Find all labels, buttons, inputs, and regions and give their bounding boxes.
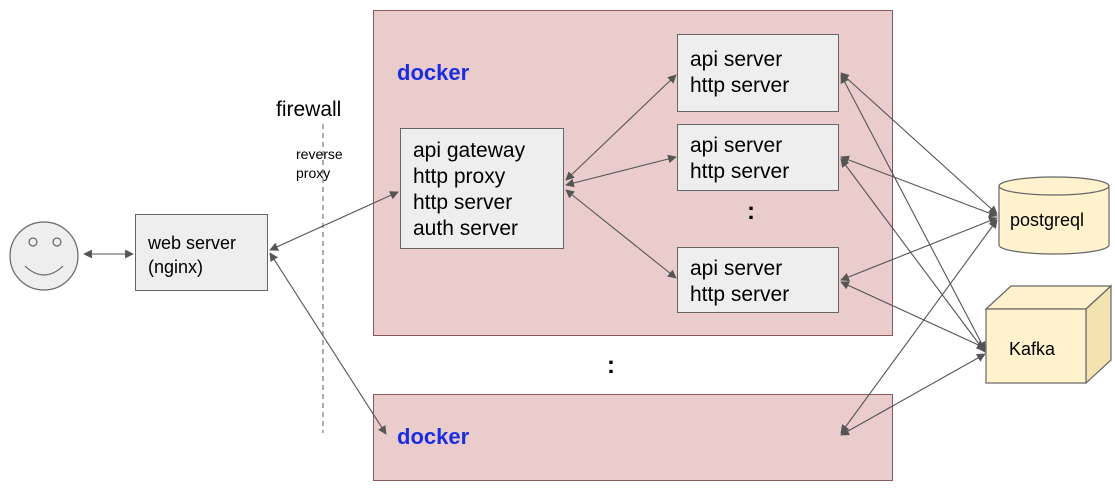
reverse-proxy-note: reverse proxy [296, 145, 343, 183]
api-gateway-node: api gateway http proxy http server auth … [400, 128, 564, 249]
database-cylinder-icon [998, 176, 1110, 255]
api-server-line: api server [690, 48, 783, 71]
web-server-line: (nginx) [148, 257, 204, 277]
web-server-node: web server (nginx) [135, 214, 268, 291]
reverse-proxy-note-line: reverse [296, 146, 343, 162]
more-api-servers-ellipsis: : [747, 198, 755, 225]
arrow-docker2-kafka [840, 353, 986, 436]
web-server-line: web server [148, 233, 237, 253]
docker-label-second: docker [397, 424, 470, 449]
api-server-line: http server [690, 283, 790, 306]
arrow-api2-kafka [840, 158, 986, 353]
kafka-label: Kafka [1009, 339, 1056, 359]
api-gateway-line: auth server [413, 217, 519, 240]
docker-container-second [373, 394, 893, 481]
reverse-proxy-note-line: proxy [296, 165, 331, 181]
api-server-line: http server [690, 160, 790, 183]
arrow-api1-kafka [840, 74, 986, 351]
more-docker-ellipsis: : [607, 352, 615, 379]
api-server-line: api server [690, 257, 783, 280]
api-gateway-line: http server [413, 191, 513, 214]
api-server-node-3: api server http server [677, 247, 839, 313]
postgres-label: postgreql [1010, 210, 1085, 230]
docker-label-main: docker [397, 60, 470, 85]
firewall-label: firewall [276, 98, 342, 121]
api-server-line: http server [690, 74, 790, 97]
queue-box-icon [984, 284, 1113, 385]
api-server-node-1: api server http server [677, 34, 839, 112]
arrow-docker2-postgres [840, 219, 998, 434]
arrow-api3-postgres [840, 216, 998, 282]
user-face-icon [9, 221, 79, 291]
api-gateway-line: api gateway [413, 139, 526, 162]
arrow-gateway-api3 [565, 189, 677, 279]
arrow-web-gateway [269, 191, 399, 251]
arrow-api3-kafka [840, 281, 986, 349]
api-server-line: api server [690, 134, 783, 157]
arrow-gateway-api1 [565, 74, 677, 181]
arrow-api2-postgres [840, 155, 998, 218]
arrow-web-docker2 [269, 252, 387, 435]
arrow-gateway-api2 [565, 154, 677, 188]
api-gateway-line: http proxy [413, 165, 506, 188]
arrow-api1-postgres [840, 72, 998, 215]
api-server-node-2: api server http server [677, 124, 839, 191]
